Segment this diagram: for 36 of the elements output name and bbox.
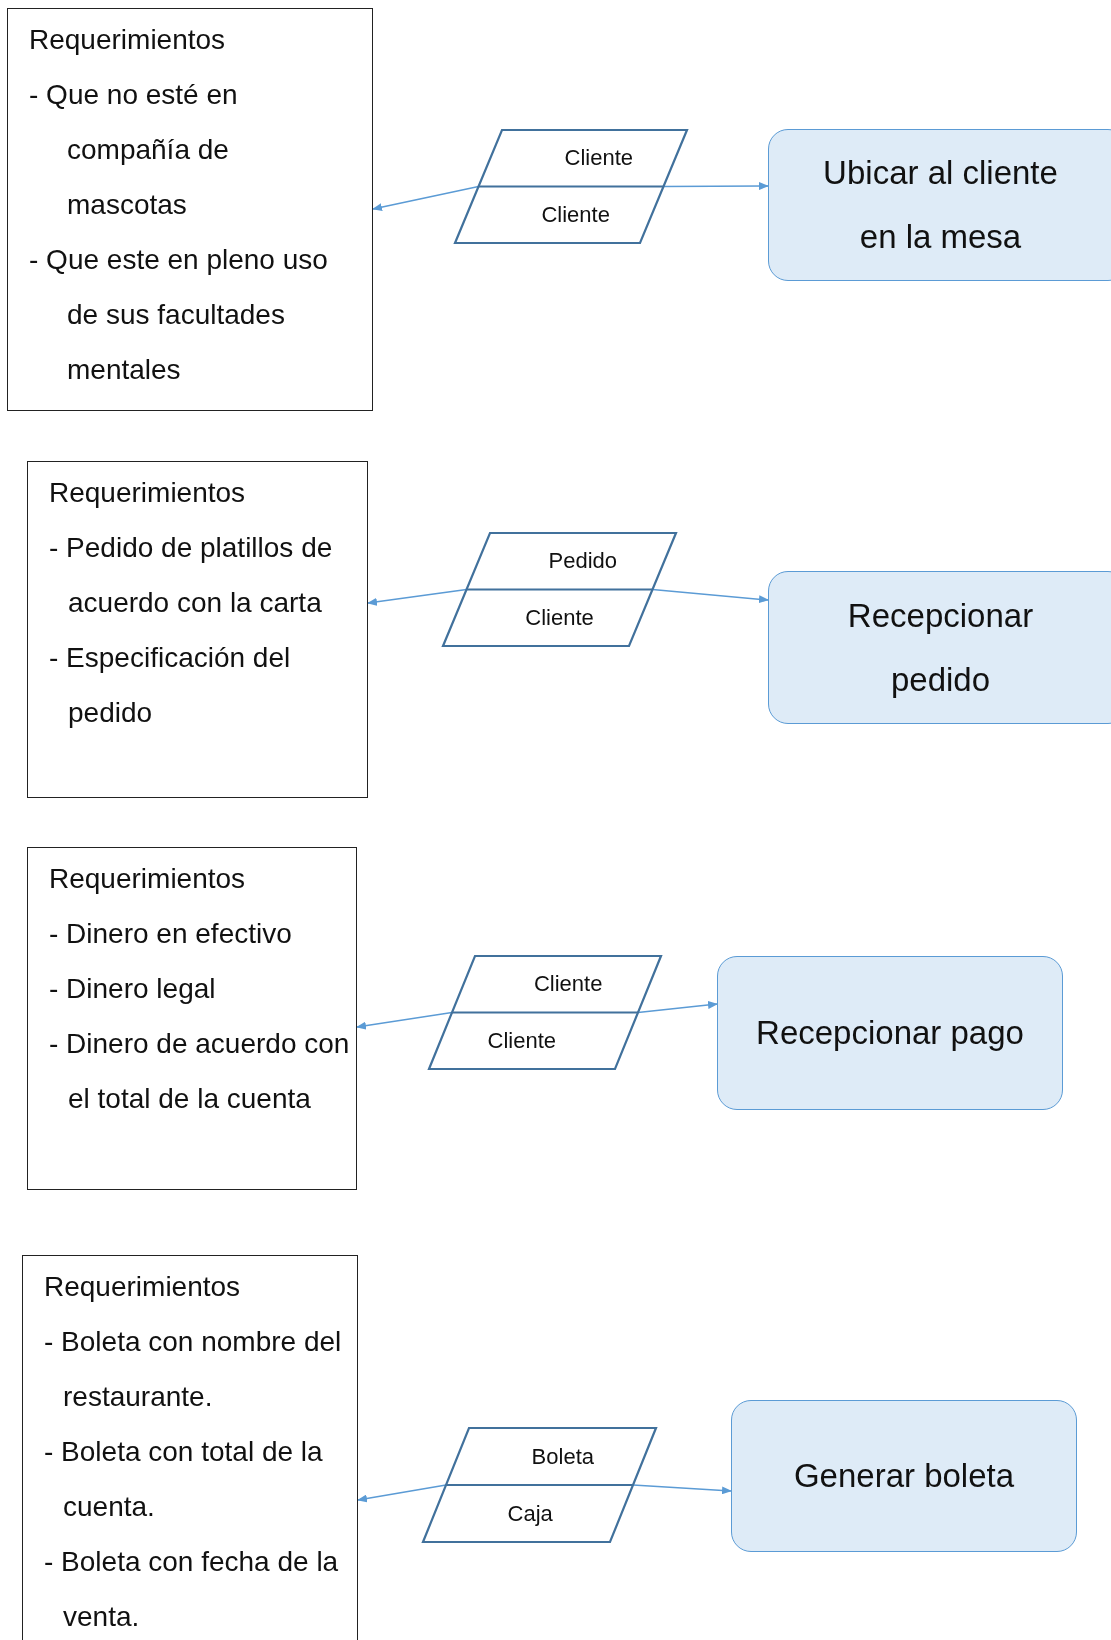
requirements-box xyxy=(27,847,357,1190)
requirements-box xyxy=(27,461,368,798)
parallelogram-label: Pedido xyxy=(548,548,618,575)
requirement-item: - Dinero de acuerdo con el total de la cuenta xyxy=(49,1027,351,1116)
parallelogram-label: Cliente xyxy=(487,1027,557,1054)
process-box xyxy=(731,1400,1077,1552)
box-heading: Requerimientos xyxy=(49,862,247,896)
requirement-item: - Boleta con total de la cuenta. xyxy=(44,1435,324,1524)
parallelogram-label: Cliente xyxy=(533,971,603,998)
requirement-item: - Que este en pleno uso de sus facultades mentales xyxy=(29,243,329,387)
box-heading: Requerimientos xyxy=(44,1270,242,1304)
process-label: Generar boleta xyxy=(792,1456,1016,1496)
requirement-item: - Dinero legal xyxy=(49,972,217,1006)
parallelogram-label: Cliente xyxy=(564,145,634,172)
process-box xyxy=(768,129,1111,281)
process-label: Ubicar al cliente en la mesa xyxy=(822,153,1059,257)
process-label: Recepcionar pago xyxy=(755,1013,1025,1053)
process-label: Recepcionar pedido xyxy=(846,595,1035,700)
process-box xyxy=(717,956,1063,1110)
parallelogram-label: Caja xyxy=(507,1500,553,1527)
arrow xyxy=(356,1011,453,1030)
requirement-item: - Pedido de platillos de acuerdo con la carta xyxy=(49,531,334,620)
requirement-item: - Especificación del pedido xyxy=(49,641,292,730)
requirement-item: - Boleta con fecha de la venta. xyxy=(44,1545,340,1634)
requirements-box xyxy=(22,1255,358,1640)
box-heading: Requerimientos xyxy=(29,23,227,57)
process-box xyxy=(768,571,1111,724)
parallelogram-label: Cliente xyxy=(541,201,610,228)
arrow xyxy=(357,1484,447,1503)
requirement-item: - Dinero en efectivo xyxy=(49,917,293,951)
parallelogram-label: Boleta xyxy=(531,1443,594,1470)
requirement-item: - Boleta con nombre del restaurante. xyxy=(44,1325,343,1414)
parallelogram-label: Cliente xyxy=(525,604,594,631)
requirement-item: - Que no esté en compañía de mascotas xyxy=(29,78,239,222)
requirements-box xyxy=(7,8,373,411)
box-heading: Requerimientos xyxy=(49,476,247,510)
